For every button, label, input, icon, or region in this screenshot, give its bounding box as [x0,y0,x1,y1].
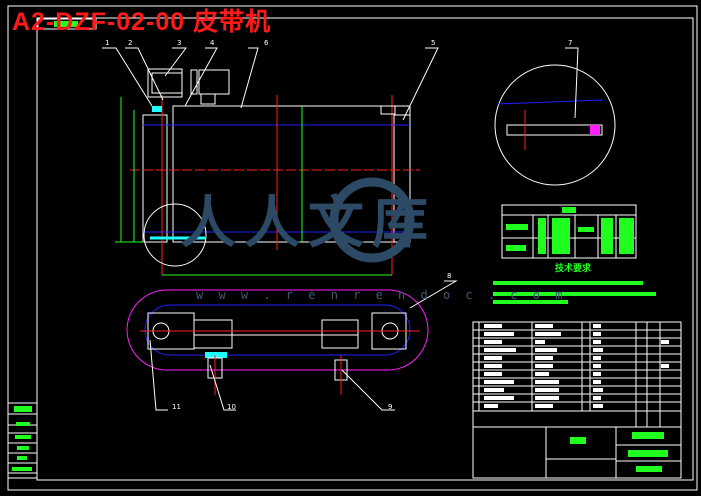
part-label-4: 4 [210,39,215,47]
parts-list-rows [473,329,681,403]
detail-b-shaft [506,124,603,136]
detail-circle-b [494,64,616,186]
part-label-7: 7 [568,39,573,47]
part-label-9: 9 [388,403,393,411]
watermark-logo-icon [329,177,415,263]
watermark-url: w w w . r e n r e n d o c . c o m [196,288,567,302]
drawing-number-box [37,18,97,30]
inner-frame [36,17,694,481]
part-label-6: 6 [264,39,269,47]
side-view [126,280,458,411]
detail-b-bearing [590,125,600,135]
part-label-3: 3 [177,39,182,47]
part-label-10: 10 [227,403,236,411]
parts-list-text [484,324,669,408]
revision-strip [7,402,38,479]
tech-requirements-heading: 技术要求 [555,264,592,274]
top-view [102,47,439,276]
part-label-8: 8 [447,272,452,280]
part-label-11: 11 [172,403,181,411]
outer-frame [7,5,698,491]
detail-b-line [496,99,604,105]
title-block-text [570,432,668,472]
parameter-table-text [506,207,634,254]
tech-requirements-text [493,281,656,304]
part-label-5: 5 [431,39,436,47]
leader-7 [565,47,579,119]
title-block [472,321,682,479]
part-label-1: 1 [105,39,110,47]
watermark-text: 人人文库 [180,191,436,256]
drawing-title: A2-DZF-02-00 皮带机 [12,8,272,36]
part-label-2: 2 [128,39,133,47]
revision-strip-text [12,406,32,471]
drawing-number-text-block [54,21,78,27]
detail-circle-a [143,203,207,267]
